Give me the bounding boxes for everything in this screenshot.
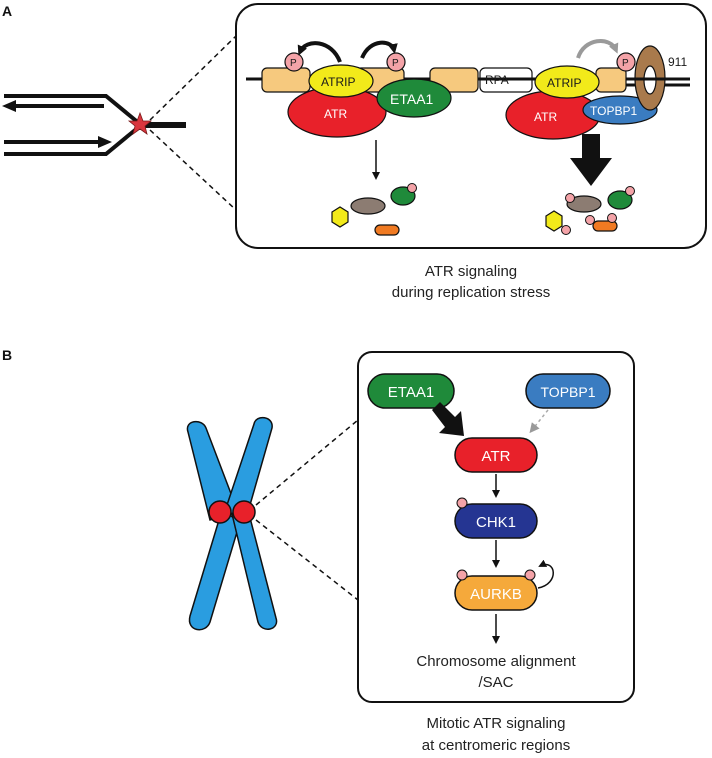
chk1-node [454,503,538,539]
etaa1-node-label: ETAA1 [388,384,434,401]
phospho-label: P [392,58,399,69]
phospho-label: P [290,58,297,69]
phospho-label: P [622,58,629,69]
panel-b-caption-line1: Mitotic ATR signaling [427,715,566,732]
substrate-green [607,190,633,210]
strong-signal-arrow [570,134,612,186]
rpa-label: RPA [485,73,509,87]
phospho-dot [524,569,536,581]
etaa1-left-label: ETAA1 [390,91,434,107]
panel-b-caption-line2: at centromeric regions [422,737,570,754]
zoom-line-top [149,35,237,121]
substrate-hexagon [331,206,349,228]
panel-b-label: B [2,347,12,363]
fork-star-icon [127,111,153,135]
chromosome-icon [186,416,278,631]
clamp-911-label: 911 [668,55,687,69]
atrip-left-label: ATRIP [321,75,355,89]
substrates-left [331,183,417,236]
phosphorylation-arrow [360,40,398,59]
topbp1-node [525,373,611,409]
strong-activation-arrow [432,402,464,436]
atrip-right [534,65,600,99]
substrate-grey [350,197,386,215]
phospho-dot [565,193,575,203]
phospho-dot [561,225,571,235]
atr-node [454,437,538,473]
leading-strand-arrowhead [98,136,112,148]
panel-a-label: A [2,3,12,19]
panel-a-box [235,3,707,249]
centromere-icon [232,500,256,524]
phospho-dot [625,186,635,196]
zoom-line-bottom [255,519,359,601]
etaa1-node [367,373,455,409]
rpa-block [261,67,311,93]
substrate-orange [374,224,400,236]
phospho-dot [456,497,468,509]
aurkb-node [454,575,538,611]
phosphorylation-arrow-grey [576,39,619,59]
replication-fork [4,94,186,156]
phospho-dot [407,183,417,193]
panel-a-caption-line1: ATR signaling [425,263,517,280]
topbp1-right [582,95,658,125]
panel-a-caption-line2: during replication stress [392,284,550,301]
phospho-icon [284,52,304,72]
rpa-labeled-block [479,67,533,93]
outcome-line1: Chromosome alignment [416,653,576,670]
phospho-dot [456,569,468,581]
topbp1-node-label: TOPBP1 [541,384,596,400]
substrate-grey [566,195,602,213]
etaa1-left [376,78,452,118]
autophosphorylation-arrow [537,559,554,589]
atr-right-label: ATR [534,110,557,124]
topbp1-right-label: TOPBP1 [590,104,637,118]
substrates-right [545,186,635,235]
atrip-left [308,64,374,98]
outcome-line2: /SAC [478,674,513,691]
weak-activation-arrow [529,409,549,434]
phosphorylation-arrow [297,41,342,63]
rpa-block [595,67,627,93]
substrate-hexagon [545,210,563,232]
atr-left-label: ATR [324,107,347,121]
atr-node-label: ATR [482,448,511,465]
lagging-strand-arrowhead [2,100,16,112]
zoom-line-top [255,419,359,506]
centromere-icon [208,500,232,524]
atrip-right-label: ATRIP [547,76,581,90]
phospho-icon [616,52,636,72]
zoom-line-bottom [149,129,237,211]
phospho-dot [607,213,617,223]
substrate-orange [592,220,618,232]
chk1-node-label: CHK1 [476,514,516,531]
phospho-dot [585,215,595,225]
aurkb-node-label: AURKB [470,586,522,603]
